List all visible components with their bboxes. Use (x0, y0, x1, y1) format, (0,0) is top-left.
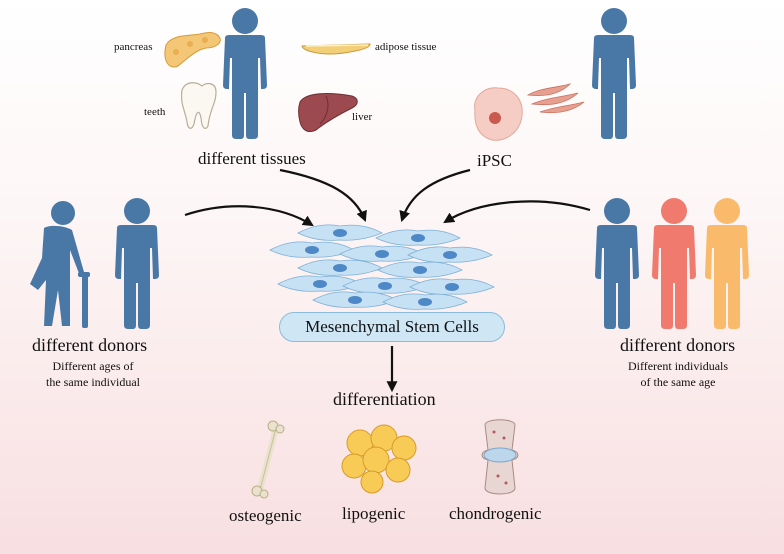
liver-label: liver (352, 111, 373, 123)
chondrogenic-label: chondrogenic (449, 504, 542, 523)
differentiation-label: differentiation (333, 389, 436, 409)
osteogenic-label: osteogenic (229, 506, 302, 525)
right-donors-line1: Different individuals (627, 359, 729, 373)
left-donors-subtitle: Different ages of the same individual (18, 358, 168, 390)
right-donors-line2: of the same age (640, 375, 716, 390)
person-blue-icon (595, 198, 639, 329)
lipogenic-label: lipogenic (342, 504, 406, 523)
right-donors-subtitle: Different individuals of the same age (603, 358, 753, 390)
cartilage-joint-icon (481, 419, 519, 495)
liver-icon (298, 93, 358, 133)
pancreas-label: pancreas (114, 41, 153, 53)
person-orange-icon (705, 198, 749, 329)
left-donors-line2: the same individual (46, 375, 140, 390)
mesenchymal-stem-cells-cluster (269, 224, 495, 310)
teeth-label: teeth (144, 106, 166, 118)
elderly-person-icon (30, 201, 90, 328)
person-ipsc-icon (592, 8, 636, 139)
msc-label: Mesenchymal Stem Cells (279, 312, 505, 342)
fat-cells-icon (341, 424, 417, 494)
adipose-tissue-icon (301, 43, 371, 55)
person-red-icon (652, 198, 696, 329)
ipsc-title: iPSC (477, 151, 512, 170)
adipose-tissue-label: adipose tissue (375, 41, 437, 53)
different-tissues-title: different tissues (198, 149, 306, 168)
pancreas-icon (164, 32, 221, 68)
tooth-icon (180, 82, 217, 129)
fibroblast-cells-icon (526, 83, 585, 114)
ipsc-cell-icon (474, 87, 523, 141)
bone-icon (251, 420, 285, 499)
adult-person-icon (115, 198, 159, 329)
arrows (184, 168, 591, 393)
right-donors-title: different donors (620, 335, 736, 355)
left-donors-line1: Different ages of (52, 359, 134, 373)
person-tissues-icon (223, 8, 267, 139)
left-donors-title: different donors (32, 335, 148, 355)
